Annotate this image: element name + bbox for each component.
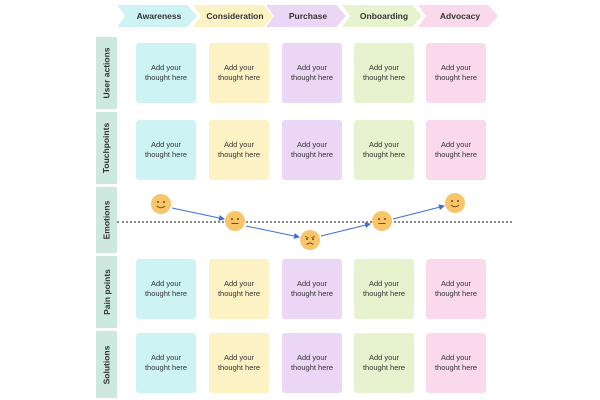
row-label-solutions: Solutions [96,331,117,398]
sticky-note[interactable]: Add your thought here [354,120,414,180]
sticky-note[interactable]: Add your thought here [209,43,269,103]
stage-consideration: Consideration [193,5,273,27]
row-label-pain-points: Pain points [96,256,117,328]
row-label-touchpoints: Touchpoints [96,112,117,184]
sticky-note[interactable]: Add your thought here [354,259,414,319]
sticky-note[interactable]: Add your thought here [282,333,342,393]
stage-label: Awareness [136,11,182,21]
worried-face-icon [300,230,320,250]
stage-advocacy: Advocacy [418,5,498,27]
sticky-note[interactable]: Add your thought here [426,120,486,180]
sticky-note[interactable]: Add your thought here [426,43,486,103]
sticky-note[interactable]: Add your thought here [426,259,486,319]
stage-onboarding: Onboarding [342,5,422,27]
sticky-note[interactable]: Add your thought here [136,120,196,180]
sticky-note[interactable]: Add your thought here [282,259,342,319]
row-label-emotions: Emotions [96,187,117,253]
happy-face-icon [151,194,171,214]
sticky-note[interactable]: Add your thought here [354,333,414,393]
row-label-user-actions: User actions [96,37,117,109]
sticky-note[interactable]: Add your thought here [209,259,269,319]
sticky-note[interactable]: Add your thought here [282,43,342,103]
sticky-note[interactable]: Add your thought here [426,333,486,393]
sticky-note[interactable]: Add your thought here [209,120,269,180]
stage-awareness: Awareness [117,5,197,27]
neutral-face-icon [225,211,245,231]
sticky-note[interactable]: Add your thought here [209,333,269,393]
emotion-baseline [117,221,512,223]
sticky-note[interactable]: Add your thought here [136,43,196,103]
stage-label: Advocacy [439,11,481,21]
stage-label: Purchase [288,11,328,21]
stage-purchase: Purchase [266,5,346,27]
stage-label: Consideration [206,11,264,21]
happy-face-icon [445,193,465,213]
sticky-note[interactable]: Add your thought here [354,43,414,103]
sticky-note[interactable]: Add your thought here [282,120,342,180]
sticky-note[interactable]: Add your thought here [136,259,196,319]
stage-label: Onboarding [359,11,409,21]
neutral-face-icon [372,211,392,231]
sticky-note[interactable]: Add your thought here [136,333,196,393]
